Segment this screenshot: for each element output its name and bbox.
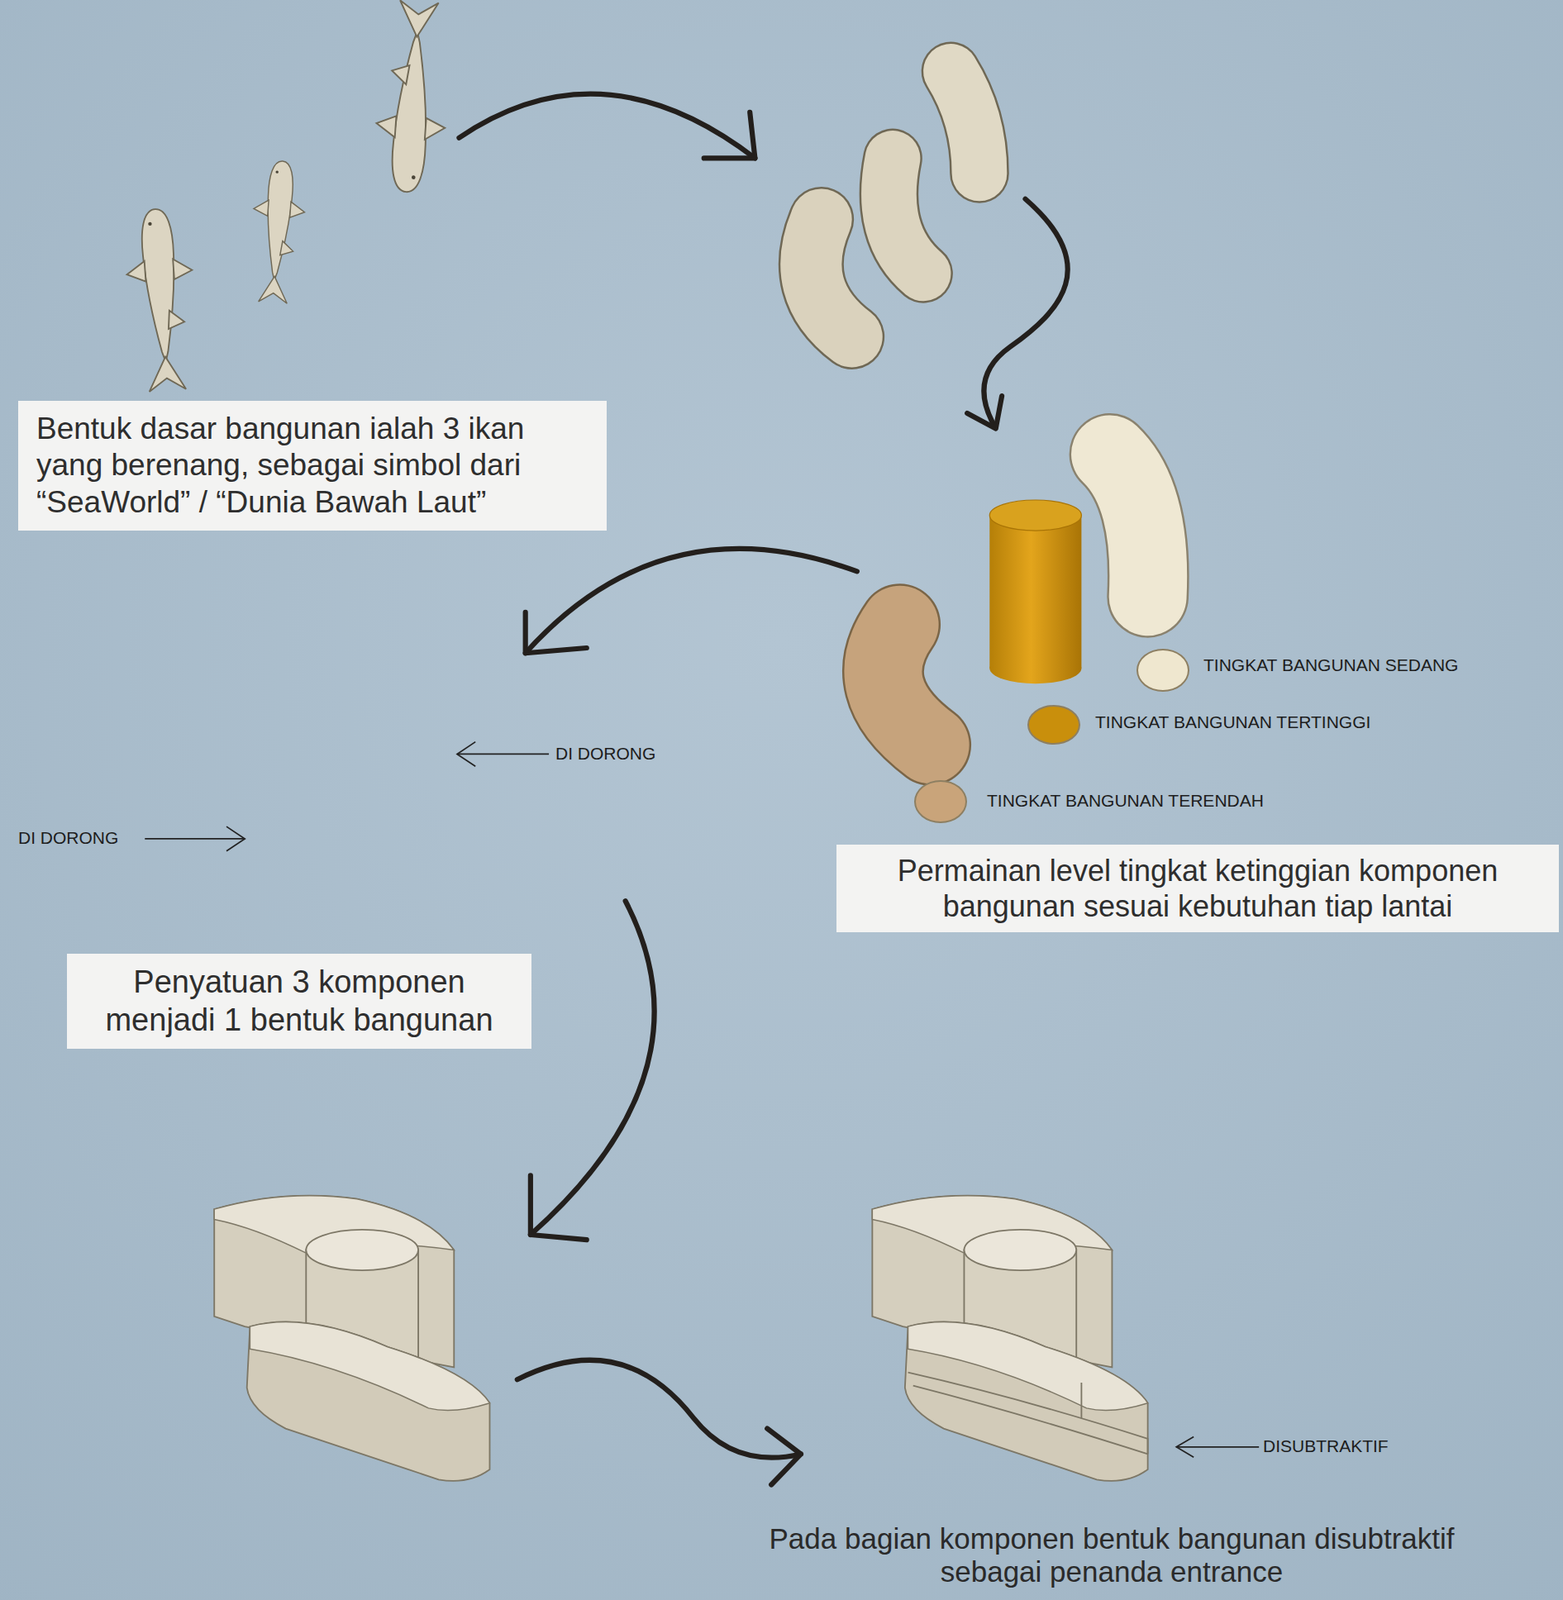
building-mass xyxy=(872,1196,1148,1482)
annotation-label: DI DORONG xyxy=(18,828,119,849)
text-box: Permainan level tingkat ketinggian kompo… xyxy=(836,844,1559,933)
legend-label: TINGKAT BANGUNAN TERENDAH xyxy=(986,791,1264,811)
text-box: Bentuk dasar bangunan ialah 3 ikan yang … xyxy=(18,400,607,531)
legend-swatch xyxy=(914,780,968,824)
fish xyxy=(371,0,454,195)
caption-text: Pada bagian komponen bentuk bangunan dis… xyxy=(768,1522,1455,1590)
flow-arrows xyxy=(458,94,1068,1486)
box-text: Bentuk dasar bangunan ialah 3 ikan yang … xyxy=(36,410,589,521)
legend-swatch xyxy=(1136,648,1190,692)
box-text: Permainan level tingkat ketinggian kompo… xyxy=(846,852,1549,925)
box-text: Penyatuan 3 komponen menjadi 1 bentuk ba… xyxy=(76,963,522,1039)
text-box: Penyatuan 3 komponen menjadi 1 bentuk ba… xyxy=(66,953,532,1049)
subtraction-steps xyxy=(908,1372,1149,1455)
bean-shapes xyxy=(810,71,980,337)
annotation-label: DI DORONG xyxy=(555,743,656,764)
legend-label: TINGKAT BANGUNAN SEDANG xyxy=(1203,655,1459,676)
fish xyxy=(122,206,201,393)
legend-swatch xyxy=(1027,705,1081,745)
fish xyxy=(247,159,308,305)
annotation-label: DISUBTRAKTIF xyxy=(1262,1436,1389,1457)
building-mass xyxy=(214,1196,490,1482)
level-study xyxy=(882,453,1149,745)
legend-label: TINGKAT BANGUNAN TERTINGGI xyxy=(1095,712,1371,733)
